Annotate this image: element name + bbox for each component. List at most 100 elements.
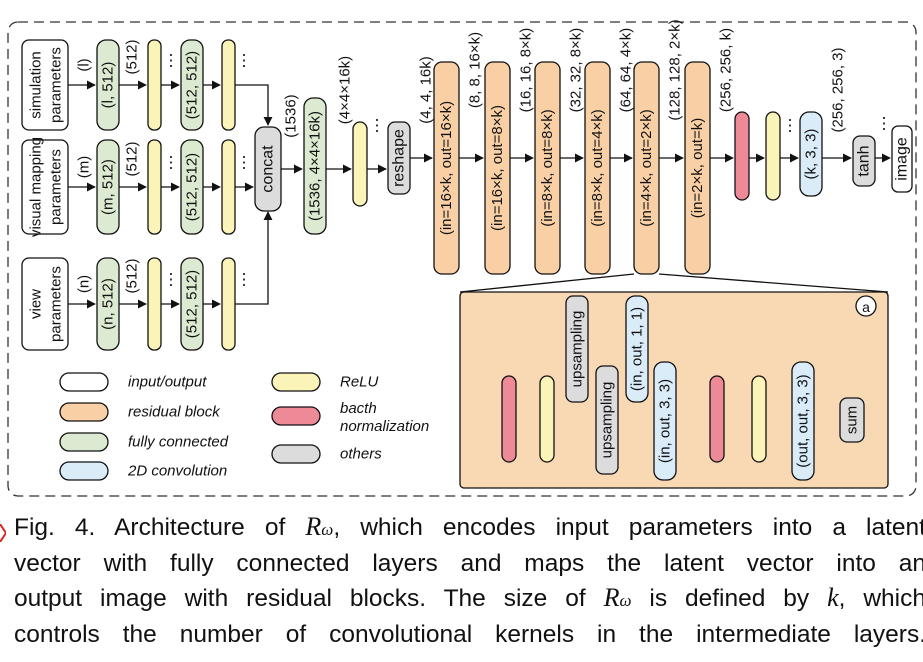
relu-layer: [539, 375, 555, 463]
residual-output-size: (32, 32, 8×k): [568, 28, 585, 113]
conv2d-layer: [653, 361, 677, 481]
legend-swatch: [59, 402, 109, 422]
branch-to-concat: [235, 211, 273, 305]
residual-block: [534, 61, 561, 275]
relu-layer: [221, 39, 236, 131]
upsampling-label: upsampling: [569, 311, 586, 388]
fully-connected-layer: [180, 39, 204, 131]
input-label: parameters: [48, 266, 65, 342]
caption-line-2: vector with fully connected layers and m…: [14, 550, 923, 577]
conv2d-layer: [799, 111, 823, 197]
fully-connected-layer: [180, 139, 204, 235]
legend-item-io: input/output: [59, 372, 207, 392]
ellipsis: ⋮: [782, 118, 798, 135]
fully-connected-layer: [303, 97, 327, 235]
residual-block-label: (in=8×k, out=4×k): [589, 109, 606, 227]
input-box: [21, 139, 69, 235]
fully-connected-layer: [96, 139, 120, 235]
fc-label: (m, 512): [100, 159, 117, 215]
detail-callout-line: [658, 273, 889, 293]
figure-caption: Fig. 4. Architecture of Rω, which encode…: [0, 510, 923, 652]
residual-block-label: (in=8×k, out=8×k): [539, 109, 556, 227]
image-label: image: [894, 137, 911, 181]
legend-label: ReLU: [340, 374, 379, 391]
fc-main-output-size: (4×4×16k): [337, 56, 354, 124]
reshape-node: [387, 121, 411, 195]
input-label: simulation: [28, 51, 45, 119]
residual-output-size: (128, 128, 2×k): [667, 19, 684, 120]
batch-norm-layer: [709, 375, 725, 463]
sum-label: sum: [844, 406, 861, 434]
residual-block-label: (in=4×k, out=2×k): [638, 109, 655, 227]
sum-node: [839, 397, 865, 443]
detail-callout-line: [459, 273, 635, 293]
caption-line-3: output image with residual blocks. The s…: [14, 583, 923, 612]
detail-badge-label: a: [862, 299, 870, 315]
fc-main-label: (1536, 4×4×16k): [307, 111, 324, 221]
input-box: [21, 257, 69, 351]
edge-marker: [0, 524, 6, 542]
tanh-node: [852, 135, 876, 187]
relu-layer: [147, 257, 162, 351]
residual-output-size: (64, 64, 4×k): [618, 28, 635, 113]
legend-item-fc: fully connected: [59, 432, 229, 452]
input-label: view: [28, 289, 45, 319]
upsampling-node: [565, 295, 589, 403]
legend: input/output residual block fully connecte…: [59, 372, 429, 481]
relu-layer: [221, 257, 236, 351]
input-label: parameters: [48, 47, 65, 123]
residual-block: [684, 61, 711, 275]
residual-block-detail: a upsampling (in, out, 3, 3) (out, out, 3, …: [501, 295, 877, 481]
fc-label: (512, 512): [184, 51, 201, 119]
legend-label: input/output: [128, 374, 207, 391]
upsampling-label: upsampling: [599, 382, 616, 459]
fc-output-size: (512): [124, 258, 141, 293]
conv-label: (k, 3, 3): [803, 129, 820, 180]
residual-output-size: (8, 8, 16×k): [467, 32, 484, 108]
conv-label: (in, out, 3, 3): [657, 379, 674, 463]
fc-output-size: (512): [124, 39, 141, 74]
legend-label: residual block: [128, 404, 221, 421]
fc-label: (512, 512): [184, 153, 201, 221]
fully-connected-layer: [96, 39, 120, 131]
fc-label: (l, 512): [100, 62, 117, 109]
concat-node: [254, 126, 282, 212]
reshape-label: reshape: [391, 129, 408, 187]
conv-label: (out, out, 3, 3): [795, 374, 812, 467]
ellipsis: ⋮: [236, 272, 252, 289]
input-size-label: (l): [76, 58, 93, 71]
legend-label: fully connected: [128, 434, 229, 451]
relu-layer: [352, 121, 368, 207]
caption-line-1: Fig. 4. Architecture of Rω, which encode…: [14, 512, 923, 541]
residual-block-label: (in=16×k, out=16×k): [438, 101, 455, 235]
residual-block: [484, 61, 511, 275]
batch-norm-layer: [734, 111, 750, 201]
ellipsis: ⋮: [163, 272, 179, 289]
conv-output-size: (256, 256, 3): [830, 47, 847, 132]
fc-label: (512, 512): [184, 270, 201, 338]
ellipsis: ⋮: [236, 53, 252, 70]
conv-label: (in, out, 1, 1): [629, 307, 646, 391]
residual-output-size: (256, 256, k): [718, 28, 735, 112]
diagram-frame: [7, 21, 917, 497]
ellipsis: ⋮: [163, 155, 179, 172]
ellipsis: ⋮: [369, 118, 385, 135]
residual-block: [433, 61, 460, 275]
output-image-box: [891, 125, 913, 193]
legend-swatch: [271, 406, 321, 426]
legend-item-conv: 2D convolution: [59, 461, 227, 481]
residual-block: [584, 61, 611, 275]
legend-item-relu: ReLU: [271, 372, 379, 392]
detail-badge: [855, 295, 877, 317]
input-label: parameters: [48, 149, 65, 225]
legend-swatch: [271, 372, 321, 392]
input-label: visual mapping: [28, 137, 45, 237]
input-size-label: (m): [76, 156, 93, 179]
conv2d-layer: [625, 295, 649, 403]
legend-label: others: [340, 446, 382, 463]
batch-norm-layer: [501, 375, 517, 463]
ellipsis: ⋮: [876, 116, 892, 133]
reshape-output-size: (4, 4, 16k): [418, 56, 435, 124]
relu-layer: [147, 39, 162, 131]
